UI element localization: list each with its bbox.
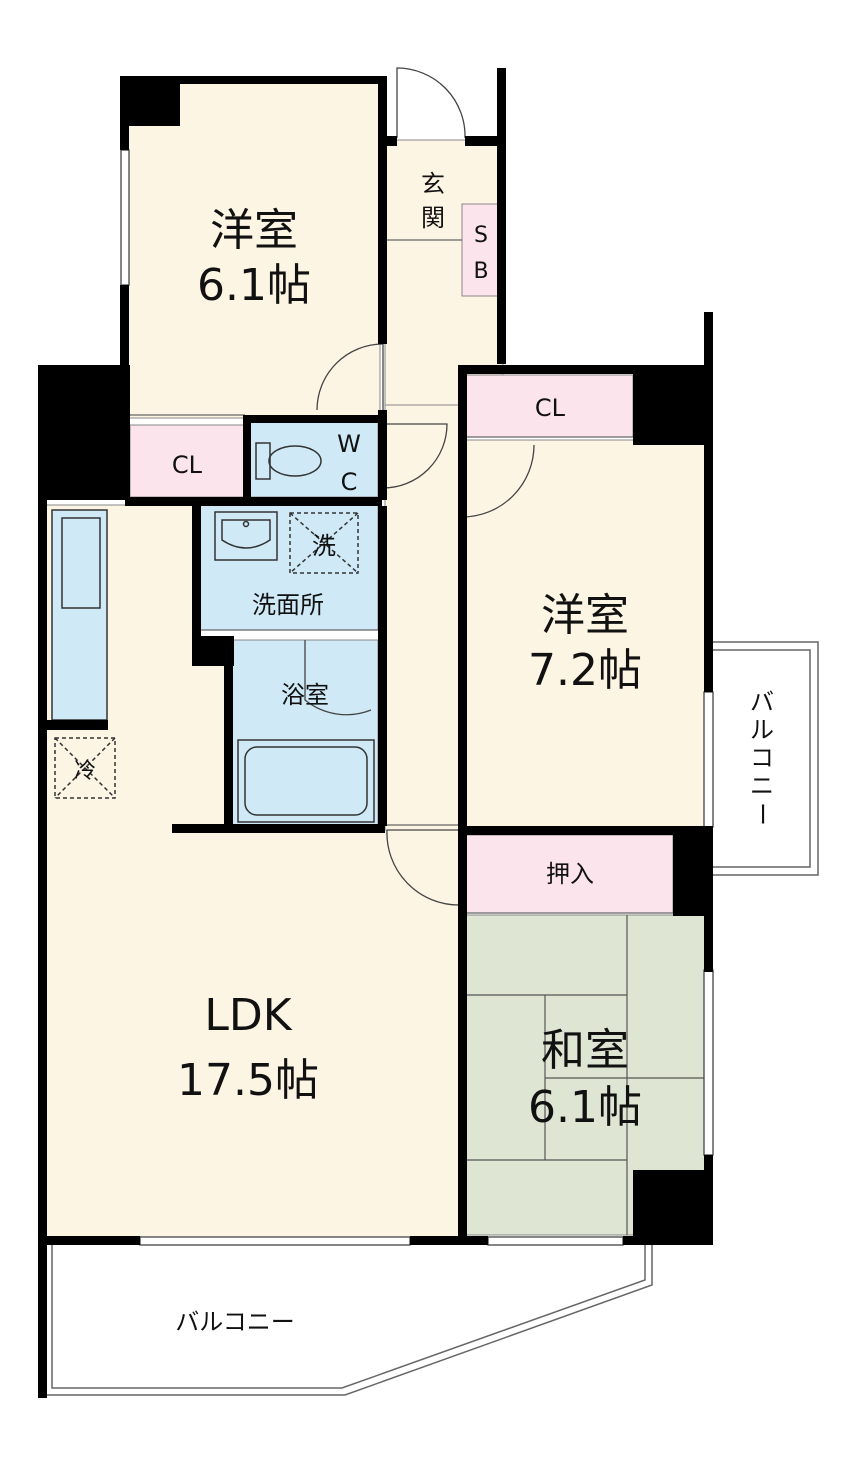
shoe-box-label-1: S <box>474 223 488 248</box>
wc-floor <box>249 421 379 498</box>
wc-label-1: W <box>337 430 361 458</box>
western2-size: 7.2帖 <box>528 645 642 696</box>
wc-label-2: C <box>341 468 358 496</box>
western2-floor <box>464 439 706 831</box>
oshiire-floor <box>464 834 674 914</box>
western2-name: 洋室 <box>541 590 629 641</box>
balcony-bottom-outline <box>44 1242 653 1396</box>
kitchen-counter-icon <box>51 509 108 721</box>
ldk-size: 17.5帖 <box>177 1055 319 1106</box>
balcony-side-4: ニ <box>750 772 774 800</box>
japanese-name: 和室 <box>541 1025 629 1076</box>
window-japanese-bottom <box>487 1236 624 1246</box>
balcony-side-outline <box>712 641 819 876</box>
closet-left-label: CL <box>172 451 203 479</box>
fridge-label: 冷 <box>74 759 96 784</box>
shoe-box-label-2: B <box>473 259 488 284</box>
balcony-side-5: ー <box>748 802 776 826</box>
shoe-box-floor <box>461 203 501 297</box>
bathtub-icon <box>237 739 375 823</box>
closet-left-floor <box>129 424 246 498</box>
balcony-side-2: ル <box>750 716 774 744</box>
western1-name: 洋室 <box>210 205 298 256</box>
balcony-bottom-label: バルコニー <box>175 1308 295 1336</box>
balcony-side-3: コ <box>750 744 774 772</box>
oshiire-label: 押入 <box>546 860 594 888</box>
walls <box>38 68 713 1398</box>
room-labels: 洋室 6.1帖 洋室 7.2帖 LDK 17.5帖 和室 6.1帖 玄 関 S … <box>74 170 776 1336</box>
window-japanese-right <box>703 969 714 1156</box>
bathroom-label: 浴室 <box>281 681 329 709</box>
entrance-label-2: 関 <box>421 204 445 232</box>
japanese-size: 6.1帖 <box>528 1082 642 1133</box>
closet-upper-right-label: CL <box>535 394 566 422</box>
washbasin-icon <box>214 511 278 561</box>
fixtures <box>51 442 375 823</box>
ldk-name: LDK <box>204 990 292 1041</box>
tatami-mats <box>465 915 705 1235</box>
balcony-side-1: バ <box>750 688 774 716</box>
window-western1-left <box>120 149 130 286</box>
fridge-space-icon <box>54 737 116 799</box>
window-ldk-bottom <box>139 1236 411 1246</box>
washer-space-icon <box>289 512 359 574</box>
western1-size: 6.1帖 <box>197 260 311 311</box>
washer-label: 洗 <box>312 532 336 560</box>
door-swings <box>304 67 535 906</box>
hallway-floor <box>384 404 461 831</box>
toilet-icon <box>255 442 322 480</box>
window-western2-right <box>703 691 714 828</box>
wash-room-label: 洗面所 <box>252 591 324 619</box>
entrance-label-1: 玄 <box>421 170 445 198</box>
